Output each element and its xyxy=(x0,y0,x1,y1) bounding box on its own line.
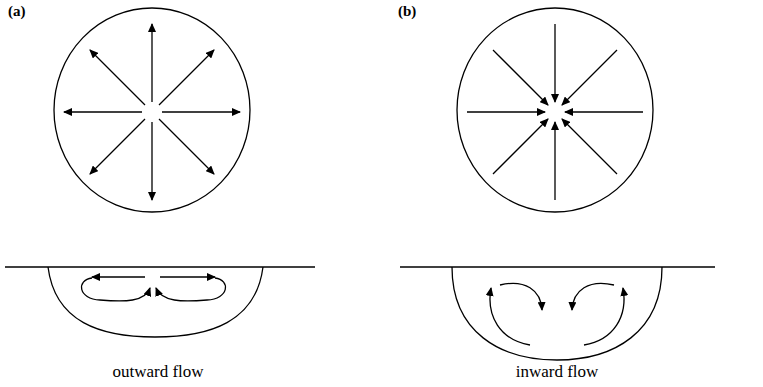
panel-caption: inward flow xyxy=(516,362,599,382)
surface-line xyxy=(400,266,715,267)
drop-profile xyxy=(452,267,662,360)
drop-profile xyxy=(48,267,263,337)
drop-outline xyxy=(457,8,653,212)
surface-line xyxy=(5,266,315,267)
circulation-arrows xyxy=(490,283,624,345)
radial-arrows xyxy=(64,24,240,200)
drop-outline xyxy=(54,8,250,212)
panel-tag: (a) xyxy=(8,2,26,20)
panel-caption: outward flow xyxy=(112,362,203,382)
radial-arrows xyxy=(467,24,643,200)
panel-tag: (b) xyxy=(398,2,416,20)
circulation-arrows xyxy=(82,277,226,301)
